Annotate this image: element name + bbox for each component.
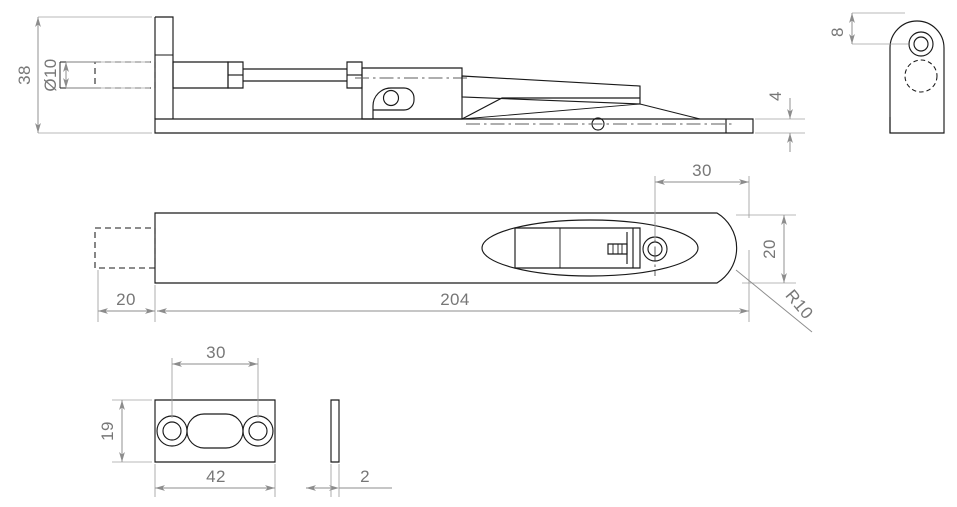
dimension-value-ext20: 20 (116, 290, 136, 309)
dimension-value-thickness2: 2 (360, 467, 370, 486)
detent-detail (607, 243, 628, 255)
dimension-hole-spacing-30: 30 (171, 343, 259, 418)
dimension-hole-offset-30: 30 (654, 161, 750, 240)
dimension-plate-thickness-2: 2 (306, 464, 392, 497)
strike-hole-right (242, 415, 274, 447)
bolt-hidden-end (59, 61, 156, 89)
base-plate-profile (154, 118, 754, 134)
dimension-value-height19: 19 (98, 421, 117, 441)
dimension-extension-20: 20 (97, 270, 156, 322)
dimension-value-width20: 20 (760, 239, 779, 259)
dimension-value-38: 38 (15, 65, 34, 85)
dimension-edge-8: 8 (828, 12, 908, 45)
connecting-rod (243, 68, 347, 82)
dimension-width-20: 20 (736, 214, 796, 284)
bolt-body (172, 61, 229, 89)
dimension-value-dia10: Ø10 (41, 58, 60, 91)
dimension-value-spacing30: 30 (206, 343, 226, 362)
strike-hole-left (156, 415, 188, 447)
dimension-plate-height-19: 19 (98, 399, 152, 463)
lever-housing (355, 67, 470, 120)
vertical-post (154, 16, 174, 119)
plan-body-outline (154, 212, 738, 284)
strike-plate-front-view: 30 19 42 (98, 343, 276, 497)
strike-plate-edge-view: 2 (306, 399, 392, 497)
plan-hidden-end (94, 227, 156, 269)
side-elevation-view: 38 Ø10 4 (15, 16, 805, 152)
dimension-thickness-4: 4 (755, 91, 805, 152)
recess-inner-body (514, 227, 641, 269)
lever-arm-profile (461, 75, 701, 120)
dimension-value-width42: 42 (206, 467, 226, 486)
dimension-length-204: 204 (157, 250, 750, 322)
plan-view: 20 204 30 20 R10 (94, 161, 817, 333)
end-view: 8 (828, 12, 945, 134)
dimension-diameter-10: Ø10 (41, 58, 150, 92)
dimension-radius-r10: R10 (735, 269, 817, 333)
dimension-plate-width-42: 42 (154, 464, 276, 497)
dimension-value-r10: R10 (782, 286, 817, 323)
strike-obround-slot (186, 413, 244, 449)
dimension-height-38: 38 (15, 16, 152, 134)
collar-near (227, 61, 244, 89)
dimension-value-4: 4 (766, 91, 785, 101)
dimension-value-8: 8 (828, 27, 847, 37)
dimension-value-offset30: 30 (692, 161, 712, 180)
oval-recess (481, 219, 699, 277)
dimension-value-204: 204 (440, 290, 470, 309)
collar-far (346, 61, 363, 89)
